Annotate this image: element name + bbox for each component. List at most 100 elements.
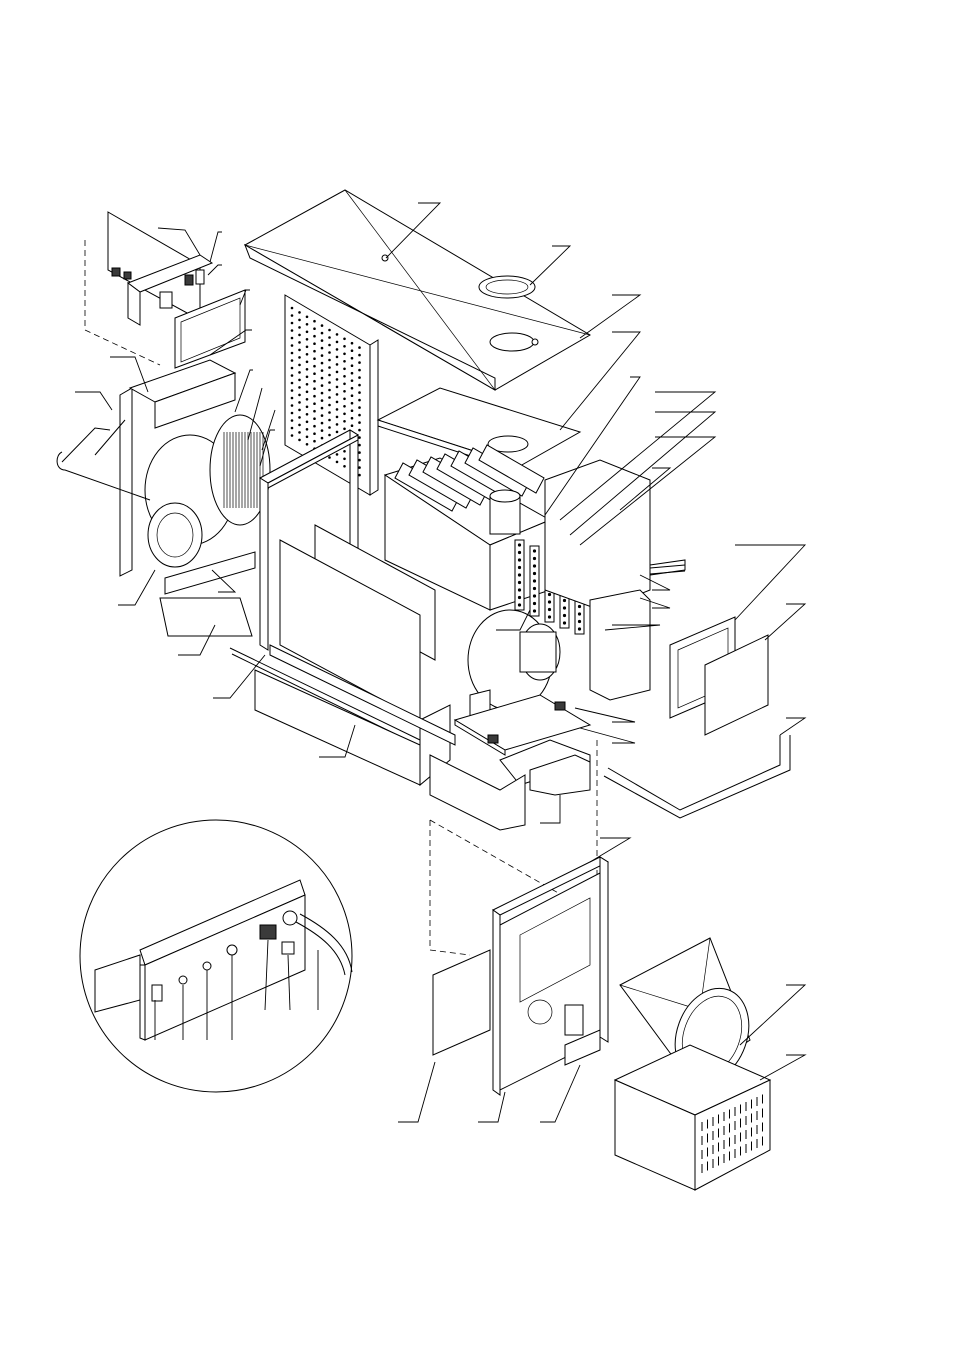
perforation-hole [335, 393, 339, 396]
element-terminal [562, 598, 567, 603]
callout-leader-line [319, 724, 356, 758]
callout-leader-line [589, 837, 632, 863]
perforation-hole [305, 383, 309, 386]
perforation-hole [290, 351, 294, 355]
callout-leader-line [239, 289, 250, 306]
callout-leader-line [579, 727, 636, 744]
perforation-hole [343, 367, 346, 371]
perforation-hole [335, 400, 339, 404]
callout-leader-line [569, 411, 717, 536]
perforation-hole [328, 411, 331, 414]
perforation-hole [335, 340, 339, 344]
perforation-hole [328, 373, 331, 377]
perforation-hole [358, 383, 361, 387]
perforation-hole [328, 388, 331, 392]
callout-leader-line [639, 597, 671, 609]
element-terminal [517, 565, 522, 570]
callout-leader-line [734, 544, 807, 621]
element-terminal [517, 588, 522, 592]
perforation-hole [328, 433, 331, 437]
element-terminal [517, 603, 522, 607]
element-terminal [577, 612, 582, 616]
perforation-hole [358, 368, 361, 372]
perforation-hole [335, 453, 339, 456]
perforation-hole [313, 364, 316, 368]
perforation-hole [343, 457, 346, 461]
element-terminal [532, 549, 537, 553]
perforation-hole [350, 364, 354, 368]
central-frame [254, 429, 456, 787]
callout-leader-line [398, 1061, 436, 1123]
perforation-hole [305, 353, 309, 356]
callout-leader-line [759, 1054, 807, 1081]
perforation-hole [343, 465, 346, 468]
element-terminal [517, 543, 522, 547]
perforation-hole [305, 390, 309, 394]
perforation-hole [305, 435, 309, 439]
perforation-hole [298, 416, 301, 419]
perforation-hole [290, 344, 294, 347]
perforation-hole [335, 333, 339, 336]
perforation-hole [350, 371, 354, 375]
perforation-hole [298, 311, 301, 314]
perforation-hole [358, 458, 361, 462]
perforation-hole [358, 473, 361, 477]
perforation-hole [335, 430, 339, 434]
perforation-hole [305, 338, 309, 341]
element-terminal [517, 580, 522, 585]
callout-leaders [75, 202, 807, 1123]
perforation-hole [320, 384, 324, 387]
perforation-hole [358, 428, 361, 432]
callout-leader-line [209, 329, 252, 356]
perforation-hole [328, 343, 331, 347]
callout-leader-line [110, 356, 149, 393]
perforation-hole [358, 443, 361, 447]
element-terminal [547, 600, 552, 604]
perforation-hole [290, 359, 294, 362]
perforation-hole [298, 431, 301, 434]
perforation-hole [343, 427, 346, 431]
perforation-hole [313, 372, 316, 376]
perforation-hole [290, 419, 294, 422]
perforation-hole [320, 339, 324, 342]
perforation-hole [298, 363, 301, 367]
element-terminal [577, 619, 582, 624]
callout-leader-line [75, 391, 113, 411]
perforation-hole [350, 386, 354, 390]
perforation-hole [358, 466, 361, 469]
perforation-hole [335, 460, 339, 464]
callout-leader-line [157, 227, 201, 256]
callout-leader-line [739, 984, 807, 1046]
callout-leader-line [496, 609, 531, 631]
element-terminal [517, 573, 522, 577]
element-terminal [577, 604, 582, 609]
perforation-hole [305, 420, 309, 424]
perforation-hole [350, 349, 354, 353]
perforation-hole [305, 315, 309, 319]
perforation-hole [305, 405, 309, 409]
element-terminal [532, 586, 537, 591]
perforation-hole [320, 391, 324, 395]
perforation-hole [343, 420, 346, 423]
base-assembly [429, 694, 592, 831]
callout-leader-line [385, 202, 442, 259]
perforation-hole [343, 450, 346, 453]
perforation-hole [320, 376, 324, 380]
perforation-hole [313, 394, 316, 398]
callout-leader-line [259, 429, 275, 467]
perforation-hole [335, 355, 339, 359]
perforation-hole [305, 345, 309, 349]
perforation-hole [290, 389, 294, 392]
perforation-hole [313, 424, 316, 428]
perforation-hole [358, 391, 361, 394]
heat-sink-fin [478, 444, 545, 494]
perforation-hole [343, 337, 346, 341]
element-terminal [532, 594, 537, 598]
perforation-hole [313, 342, 316, 346]
perforation-hole [350, 356, 354, 360]
callout-leader-line [559, 331, 641, 431]
perforation-hole [335, 363, 339, 366]
perforation-hole [328, 336, 331, 339]
perforation-hole [320, 436, 324, 440]
perforation-hole [305, 413, 309, 416]
